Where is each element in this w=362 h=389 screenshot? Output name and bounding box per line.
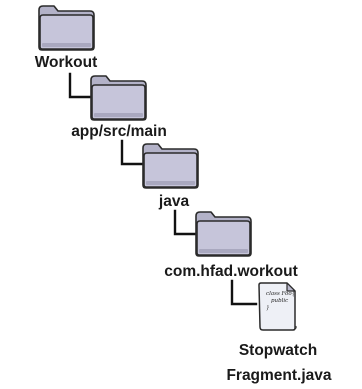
folder-label: app/src/main [71, 123, 167, 140]
file-code-line: class Foo{ [266, 291, 296, 297]
folder-label: java [158, 193, 190, 210]
tree-connector [230, 279, 258, 306]
tree-connector [120, 139, 144, 166]
file-label-line1: Stopwatch [239, 342, 317, 359]
file-code-line: } [266, 305, 270, 311]
folder-label: com.hfad.workout [164, 263, 297, 280]
folder-icon [90, 75, 147, 121]
folder-label: Workout [35, 54, 98, 71]
file-label-line2: Fragment.java [226, 367, 331, 384]
java-file-icon: class Foo{ public } [258, 282, 297, 331]
tree-connector [68, 72, 92, 99]
folder-icon [195, 211, 252, 257]
folder-icon [142, 143, 199, 189]
folder-icon [38, 5, 95, 51]
tree-connector [173, 209, 197, 236]
file-code-line: public [271, 298, 288, 304]
